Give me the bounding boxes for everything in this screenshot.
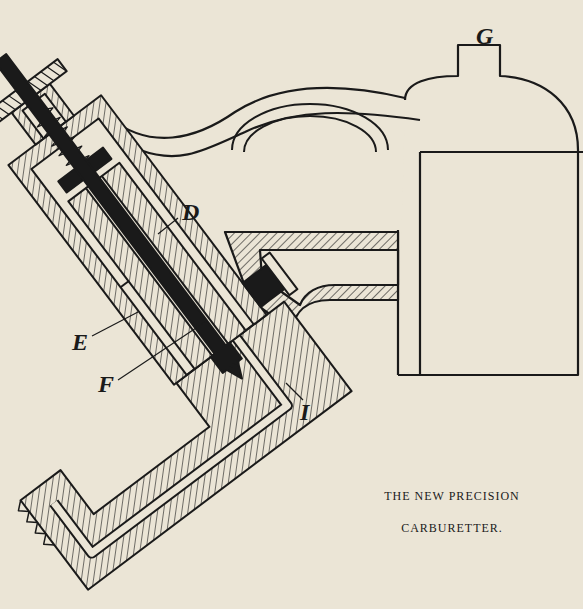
leader-line bbox=[118, 322, 205, 380]
part-letter: E bbox=[72, 330, 88, 354]
leader-line bbox=[286, 383, 303, 400]
part-letter: G bbox=[476, 24, 493, 48]
air-pipe bbox=[140, 113, 420, 156]
leader-line bbox=[92, 312, 138, 336]
leader-line bbox=[158, 218, 178, 234]
part-letter: I bbox=[300, 400, 309, 424]
chamber-wall bbox=[398, 152, 583, 375]
part-letter: F bbox=[98, 372, 114, 396]
float-chamber bbox=[398, 45, 578, 375]
needle bbox=[0, 54, 248, 383]
part-letter: D bbox=[182, 200, 199, 224]
caption: THE NEW PRECISION CARBURETTER. bbox=[352, 480, 552, 544]
